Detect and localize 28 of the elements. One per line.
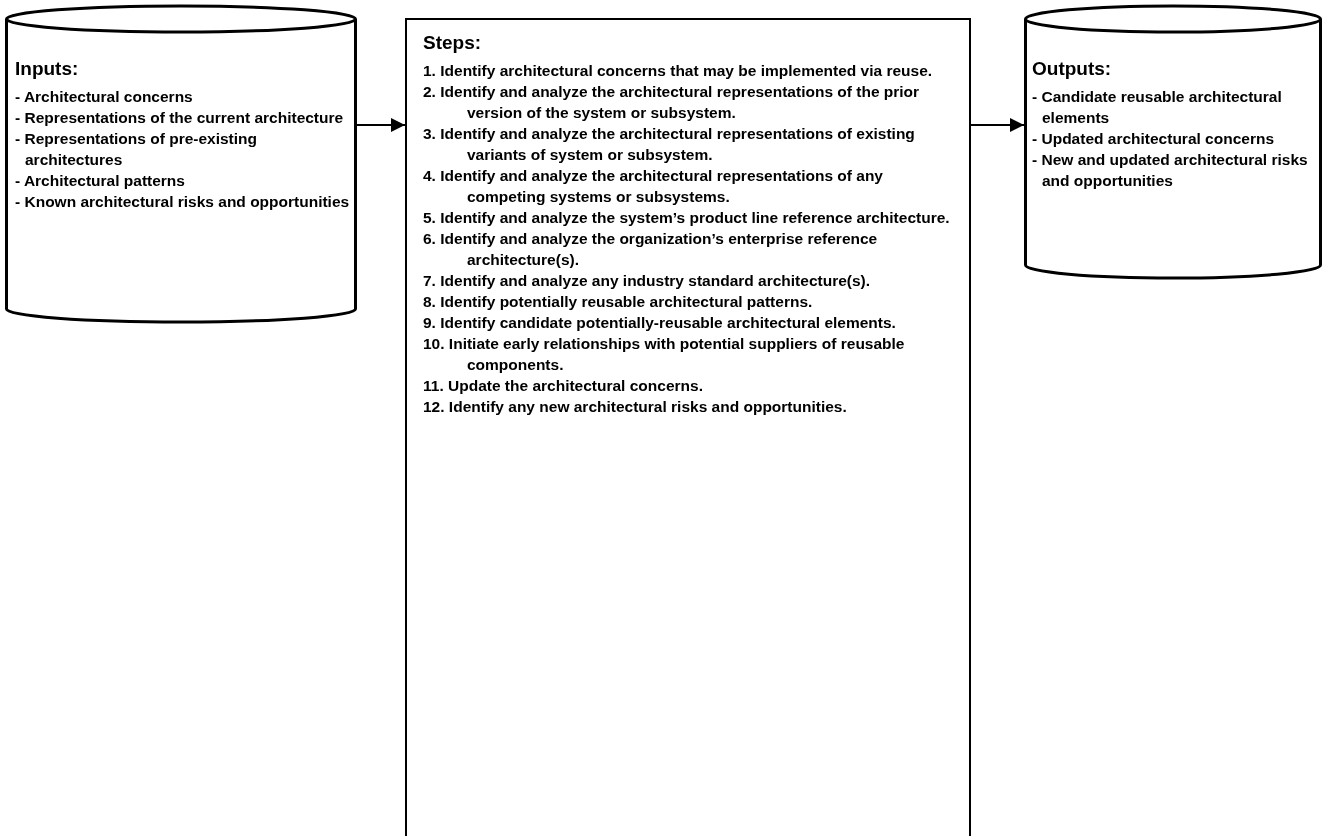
process-box	[405, 18, 971, 836]
list-item: - Architectural patterns	[15, 171, 186, 191]
heading: Steps:	[423, 32, 483, 54]
list-item: - Architectural concerns	[15, 87, 194, 107]
data-store-cylinder	[1024, 6, 1322, 278]
list-item: 3. Identify and analyze the architectural representations of existing variants of system or subsystem.	[423, 124, 916, 165]
arrow	[356, 118, 406, 132]
list-item: 10. Initiate early relationships with potential suppliers of reusable components.	[423, 334, 906, 375]
list-item: 11. Update the architectural concerns.	[423, 376, 704, 396]
list-item: - Representations of pre-existing architectures	[15, 129, 258, 170]
list-item: - Updated architectural concerns	[1032, 129, 1276, 149]
list-item: 4. Identify and analyze the architectural representations of any competing systems or subsystems.	[423, 166, 884, 207]
heading: Inputs:	[15, 58, 80, 80]
heading: Outputs:	[1032, 58, 1113, 80]
list-item: - Known architectural risks and opportunities	[15, 192, 350, 212]
list-item: 8. Identify potentially reusable architectural patterns.	[423, 292, 814, 312]
arrow	[970, 118, 1025, 132]
list-item: 5. Identify and analyze the system’s product line reference architecture.	[423, 208, 951, 228]
list-item: 1. Identify architectural concerns that may be implemented via reuse.	[423, 61, 934, 81]
list-item: 6. Identify and analyze the organization’s enterprise reference architecture(s).	[423, 229, 879, 270]
list-item: 7. Identify and analyze any industry standard architecture(s).	[423, 271, 872, 291]
list-item: 12. Identify any new architectural risks and opportunities.	[423, 397, 848, 417]
list-item: 9. Identify candidate potentially-reusable architectural elements.	[423, 313, 897, 333]
list-item: 2. Identify and analyze the architectural representations of the prior version of the system or subsystem.	[423, 82, 921, 123]
list-item: - New and updated architectural risks and opportunities	[1032, 150, 1309, 191]
list-item: - Candidate reusable architectural elements	[1032, 87, 1283, 128]
data-store-cylinder	[5, 6, 357, 322]
list-item: - Representations of the current architecture	[15, 108, 345, 128]
